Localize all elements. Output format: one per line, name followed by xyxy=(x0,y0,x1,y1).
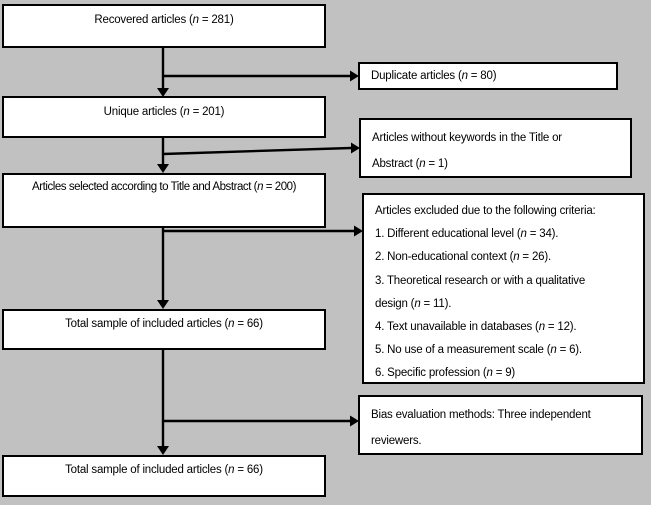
criteria-item: 3. Theoretical research or with a qualit… xyxy=(375,274,586,287)
box-label: Unique articles (n = 201) xyxy=(103,106,225,118)
criteria-item: 6. Specific profession (n = 9) xyxy=(375,367,516,380)
arrow-unique-to-selected xyxy=(157,136,169,173)
box-unique-articles: Unique articles (n = 201) xyxy=(2,96,326,138)
criteria-item: 5. No use of a measurement scale (n = 6)… xyxy=(375,344,582,357)
criteria-item: 4. Text unavailable in databases (n = 12… xyxy=(375,321,577,334)
arrow-selected-to-included xyxy=(157,227,169,309)
box-duplicate-articles: Duplicate articles (n = 80) xyxy=(358,62,618,90)
arrow-branch-bias-evaluation xyxy=(163,415,359,427)
box-line: Bias evaluation methods: Three independe… xyxy=(371,409,591,421)
box-line: Abstract (n = 1) xyxy=(372,158,448,170)
arrow-branch-duplicates xyxy=(163,70,359,82)
criteria-item: 1. Different educational level (n = 34). xyxy=(375,228,559,241)
box-exclusion-criteria: Articles excluded due to the following c… xyxy=(362,193,645,384)
box-articles-without-keywords: Articles without keywords in the Title o… xyxy=(359,118,632,178)
box-label: Total sample of included articles (n = 6… xyxy=(65,318,263,330)
box-label: Total sample of included articles (n = 6… xyxy=(65,464,263,476)
box-line: Articles without keywords in the Title o… xyxy=(372,132,562,144)
box-bias-evaluation: Bias evaluation methods: Three independe… xyxy=(358,395,643,455)
criteria-item-continuation: design (n = 11). xyxy=(375,297,452,310)
criteria-heading: Articles excluded due to the following c… xyxy=(375,205,596,217)
box-total-included-articles: Total sample of included articles (n = 6… xyxy=(2,309,326,350)
arrow-branch-no-keywords xyxy=(162,142,360,156)
box-label: Duplicate articles (n = 80) xyxy=(371,70,497,82)
arrow-recovered-to-unique xyxy=(157,47,169,97)
criteria-item: 2. Non-educational context (n = 26). xyxy=(375,251,551,264)
box-selected-articles: Articles selected according to Title and… xyxy=(2,173,326,228)
box-label: Articles selected according to Title and… xyxy=(32,181,296,193)
arrow-included-to-final xyxy=(157,348,169,455)
box-total-included-articles-final: Total sample of included articles (n = 6… xyxy=(2,455,326,497)
box-label: Recovered articles (n = 281) xyxy=(94,14,234,26)
box-line: reviewers. xyxy=(371,435,422,447)
box-recovered-articles: Recovered articles (n = 281) xyxy=(2,4,326,48)
